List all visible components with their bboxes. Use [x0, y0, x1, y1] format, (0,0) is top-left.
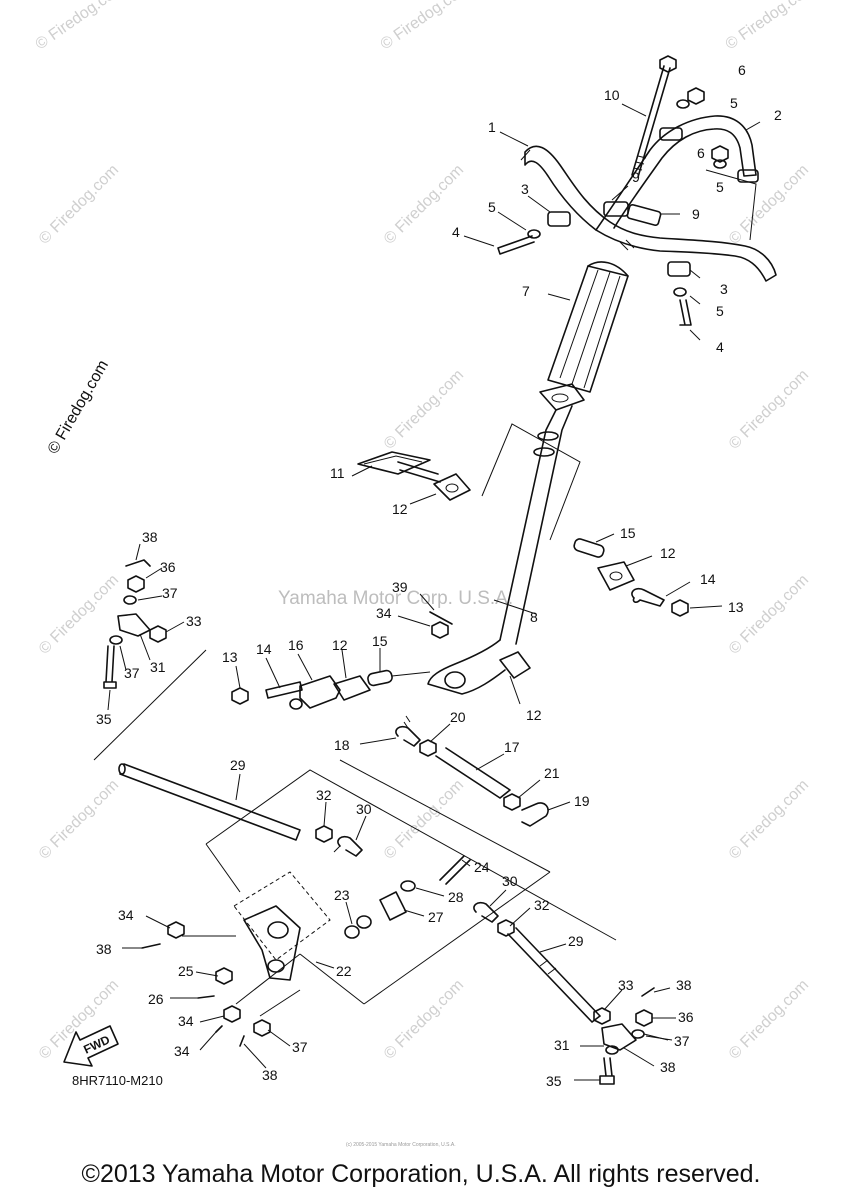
- reference-lines: [93, 169, 757, 1017]
- callout-label: 37: [292, 1039, 308, 1055]
- callout-label: 7: [522, 283, 530, 299]
- callout-label: 29: [230, 757, 246, 773]
- callout-label: 3: [521, 181, 529, 197]
- callout-label: 5: [488, 199, 496, 215]
- callout-label: 35: [546, 1073, 562, 1089]
- callout-label: 15: [620, 525, 636, 541]
- callout-label: 30: [502, 873, 518, 889]
- watermark: © Firedog.com: [36, 776, 122, 862]
- watermark: © Firedog.com: [33, 0, 129, 53]
- callout-label: 16: [288, 637, 304, 653]
- callout-label: 21: [544, 765, 560, 781]
- callout-label: 29: [568, 933, 584, 949]
- watermark: © Firedog.com: [381, 976, 467, 1062]
- callout-label: 26: [148, 991, 164, 1007]
- callout-label: 12: [332, 637, 348, 653]
- callout-label: 36: [678, 1009, 694, 1025]
- callout-numbers: 6 10 5 2 1 6 5 9 3 5 9 4 7 3 5 4 11 12 1…: [96, 62, 782, 1089]
- callout-label: 5: [730, 95, 738, 111]
- callout-label: 19: [574, 793, 590, 809]
- callout-label: 24: [474, 859, 490, 875]
- middle-linkage: [103, 559, 453, 710]
- watermark: © Firedog.com: [381, 366, 467, 452]
- callout-label: 17: [504, 739, 520, 755]
- callout-label: 13: [728, 599, 744, 615]
- callout-label: 22: [336, 963, 352, 979]
- leader-lines: [107, 103, 761, 1081]
- callout-label: 35: [96, 711, 112, 727]
- callout-label: 34: [376, 605, 392, 621]
- drawing-code: 8HR7110-M210: [72, 1073, 163, 1088]
- callout-label: 15: [372, 633, 388, 649]
- watermark: © Firedog.com: [726, 366, 812, 452]
- callout-label: 36: [160, 559, 176, 575]
- callout-label: 10: [604, 87, 620, 103]
- watermark: © Firedog.com: [36, 976, 122, 1062]
- callout-label: 38: [96, 941, 112, 957]
- copyright-footer: ©2013 Yamaha Motor Corporation, U.S.A. A…: [81, 1160, 761, 1188]
- callout-label: 8: [530, 609, 538, 625]
- tiny-credit: (c) 2005-2015 Yamaha Motor Corporation, …: [346, 1142, 456, 1148]
- tie-rod-assembly: [118, 715, 655, 1085]
- callout-label: 4: [452, 224, 460, 240]
- callout-label: 6: [738, 62, 746, 78]
- center-watermark: Yamaha Motor Corp. U.S.A.: [278, 588, 513, 609]
- callout-label: 14: [700, 571, 716, 587]
- callout-label: 12: [392, 501, 408, 517]
- callout-label: 33: [618, 977, 634, 993]
- callout-label: 13: [222, 649, 238, 665]
- callout-label: 27: [428, 909, 444, 925]
- watermark: © Firedog.com: [36, 161, 122, 247]
- watermark: © Firedog.com: [378, 0, 474, 53]
- callout-label: 3: [720, 281, 728, 297]
- callout-label: 25: [178, 963, 194, 979]
- callout-label: 28: [448, 889, 464, 905]
- side-watermark: © Firedog.com: [45, 357, 112, 457]
- callout-label: 30: [356, 801, 372, 817]
- callout-label: 39: [392, 579, 408, 595]
- callout-label: 34: [178, 1013, 194, 1029]
- callout-label: 9: [632, 169, 640, 185]
- callout-label: 2: [774, 107, 782, 123]
- callout-label: 33: [186, 613, 202, 629]
- callout-label: 4: [716, 339, 724, 355]
- callout-label: 32: [534, 897, 550, 913]
- callout-label: 20: [450, 709, 466, 725]
- callout-label: 1: [488, 119, 496, 135]
- callout-label: 6: [697, 145, 705, 161]
- callout-label: 38: [142, 529, 158, 545]
- callout-label: 37: [162, 585, 178, 601]
- callout-label: 5: [716, 179, 724, 195]
- callout-label: 12: [526, 707, 542, 723]
- callout-label: 18: [334, 737, 350, 753]
- callout-label: 11: [330, 465, 345, 481]
- callout-label: 34: [174, 1043, 190, 1059]
- watermark: © Firedog.com: [726, 776, 812, 862]
- callout-label: 31: [150, 659, 166, 675]
- callout-label: 12: [660, 545, 676, 561]
- callout-label: 23: [334, 887, 350, 903]
- callout-label: 37: [124, 665, 140, 681]
- callout-label: 14: [256, 641, 272, 657]
- callout-label: 38: [660, 1059, 676, 1075]
- callout-label: 34: [118, 907, 134, 923]
- callout-label: 38: [262, 1067, 278, 1083]
- column-brackets: [357, 423, 689, 617]
- callout-label: 38: [676, 977, 692, 993]
- handlebar-assembly: [427, 55, 777, 695]
- watermark: © Firedog.com: [723, 0, 819, 53]
- callout-label: 9: [692, 206, 700, 222]
- callout-label: 31: [554, 1037, 570, 1053]
- callout-label: 5: [716, 303, 724, 319]
- watermark: © Firedog.com: [726, 976, 812, 1062]
- watermark: © Firedog.com: [36, 571, 122, 657]
- callout-label: 37: [674, 1033, 690, 1049]
- callout-label: 32: [316, 787, 332, 803]
